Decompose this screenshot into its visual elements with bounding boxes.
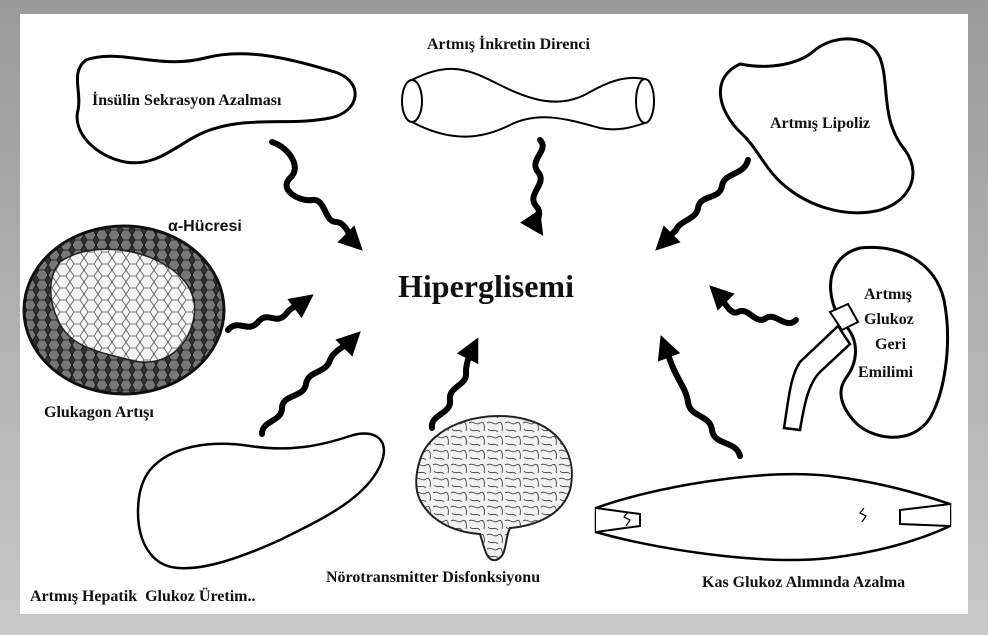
- kidney-label-line-4: Emilimi: [858, 364, 913, 382]
- arrow-lipolysis: [662, 160, 748, 244]
- lipolysis-label: Artmış Lipoliz: [770, 115, 870, 133]
- islet-cell: [24, 226, 224, 394]
- brain-shape: [416, 416, 572, 560]
- kidney-label-line-2: Glukoz: [864, 311, 914, 329]
- kidney-label-line-3: Geri: [875, 336, 906, 354]
- glucagon-label: Glukagon Artışı: [44, 404, 154, 422]
- hepatic-glucose-label: Artmış Hepatik Glukoz Üretim..: [30, 588, 255, 606]
- arrow-hepatic: [262, 338, 354, 434]
- liver-shape: [138, 434, 384, 569]
- muscle-shape: [596, 474, 950, 560]
- alpha-cell-label: α-Hücresi: [168, 218, 242, 236]
- insulin-secretion-label: İnsülin Sekrasyon Azalması: [92, 92, 281, 110]
- muscle-glucose-label: Kas Glukoz Alımında Azalma: [702, 574, 905, 592]
- arrow-muscle: [664, 344, 740, 456]
- kidney-shape: [784, 247, 948, 437]
- arrow-glucagon: [228, 300, 306, 330]
- arrow-neuro: [432, 346, 474, 428]
- incretin-resistance-label: Artmış İnkretin Direnci: [427, 36, 590, 54]
- intestine-tube: [402, 69, 654, 137]
- center-label: Hiperglisemi: [398, 268, 574, 305]
- arrow-kidney: [716, 292, 796, 323]
- arrow-insulin: [272, 142, 356, 244]
- arrow-incretin: [533, 140, 542, 228]
- neurotransmitter-label: Nörotransmitter Disfonksiyonu: [326, 569, 540, 587]
- kidney-label-line-1: Artmış: [864, 286, 912, 304]
